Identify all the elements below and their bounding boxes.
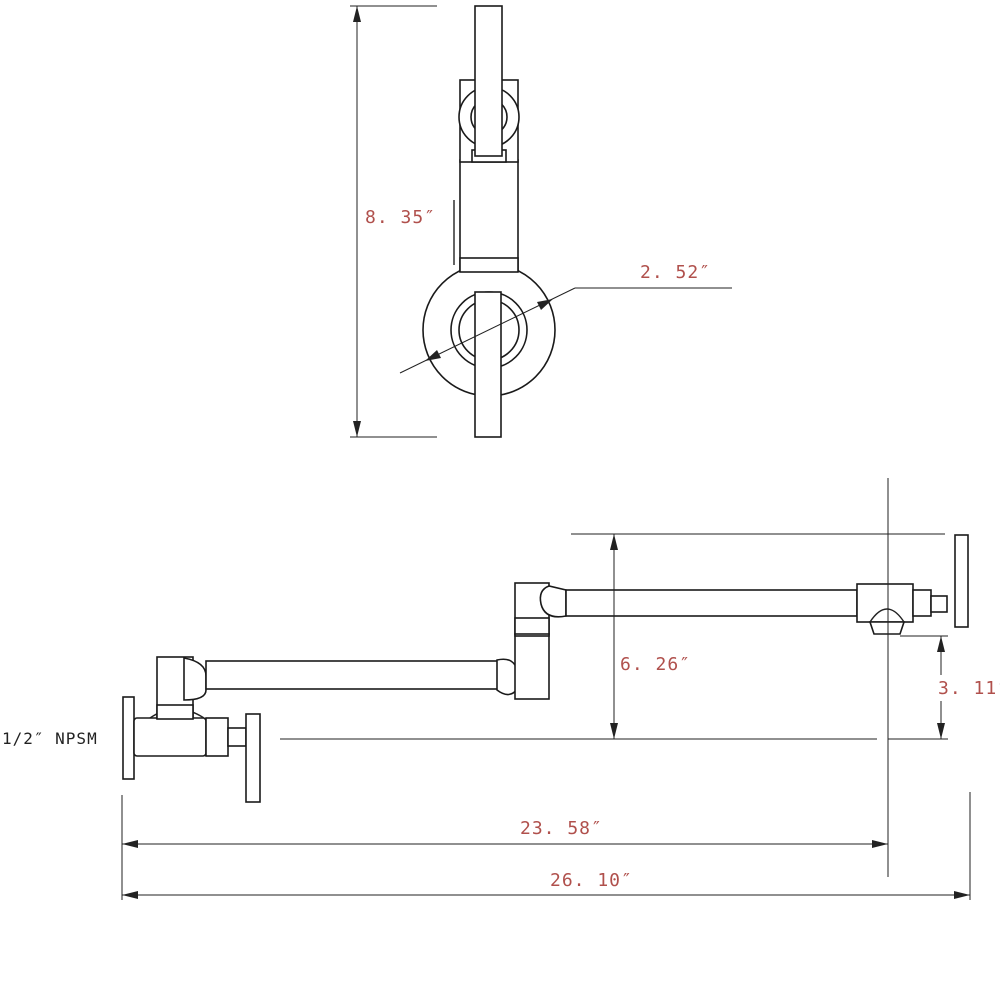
spout-stem — [930, 595, 948, 613]
upper-elbow — [539, 585, 567, 618]
side-view: 1/2″ NPSM — [2, 478, 1000, 900]
left-riser-collar — [156, 704, 194, 720]
left-elbow — [183, 657, 207, 701]
spout-curve — [869, 608, 905, 623]
arrow-down-icon — [937, 723, 945, 739]
wall-plate — [122, 696, 135, 780]
arrow-down-icon — [610, 723, 618, 739]
top-view: 8. 35″ 2. 52″ — [350, 5, 732, 438]
arrow-left-icon — [122, 891, 138, 899]
height-dimension-label: 8. 35″ — [365, 207, 436, 228]
spout-nut — [912, 589, 932, 617]
arrow-up-icon — [610, 534, 618, 550]
upper-arm — [565, 589, 858, 617]
rise-dimension-label: 6. 26″ — [620, 654, 691, 675]
arrow-right-icon — [872, 840, 888, 848]
spout-height-dimension-label: 3. 11″ — [938, 678, 1000, 699]
valve-stem — [227, 727, 247, 747]
lower-handle-bar — [474, 291, 502, 438]
middle-joint-collar — [514, 617, 550, 635]
arrow-right-icon — [954, 891, 970, 899]
arm-collar — [459, 257, 519, 273]
valve-nut — [205, 717, 229, 757]
total-length-dimension-label: 26. 10″ — [550, 870, 633, 891]
arrow-right-icon — [537, 299, 553, 310]
spout-outlet — [868, 621, 906, 635]
valve-body — [133, 717, 207, 757]
lower-arm — [205, 660, 500, 690]
spout-handle — [954, 534, 969, 628]
connection-label: 1/2″ NPSM — [2, 729, 98, 748]
middle-joint-lower — [514, 633, 550, 700]
arm-body — [459, 159, 519, 271]
arrow-up-icon — [353, 6, 361, 22]
arrow-up-icon — [937, 636, 945, 652]
spout-joint — [856, 583, 914, 623]
arrow-down-icon — [353, 421, 361, 437]
valve-handle — [245, 713, 261, 803]
upper-handle-bar — [474, 5, 503, 157]
reach-dimension-label: 23. 58″ — [520, 818, 603, 839]
arrow-left-icon — [425, 350, 441, 361]
diameter-dimension-label: 2. 52″ — [640, 262, 711, 283]
arrow-left-icon — [122, 840, 138, 848]
